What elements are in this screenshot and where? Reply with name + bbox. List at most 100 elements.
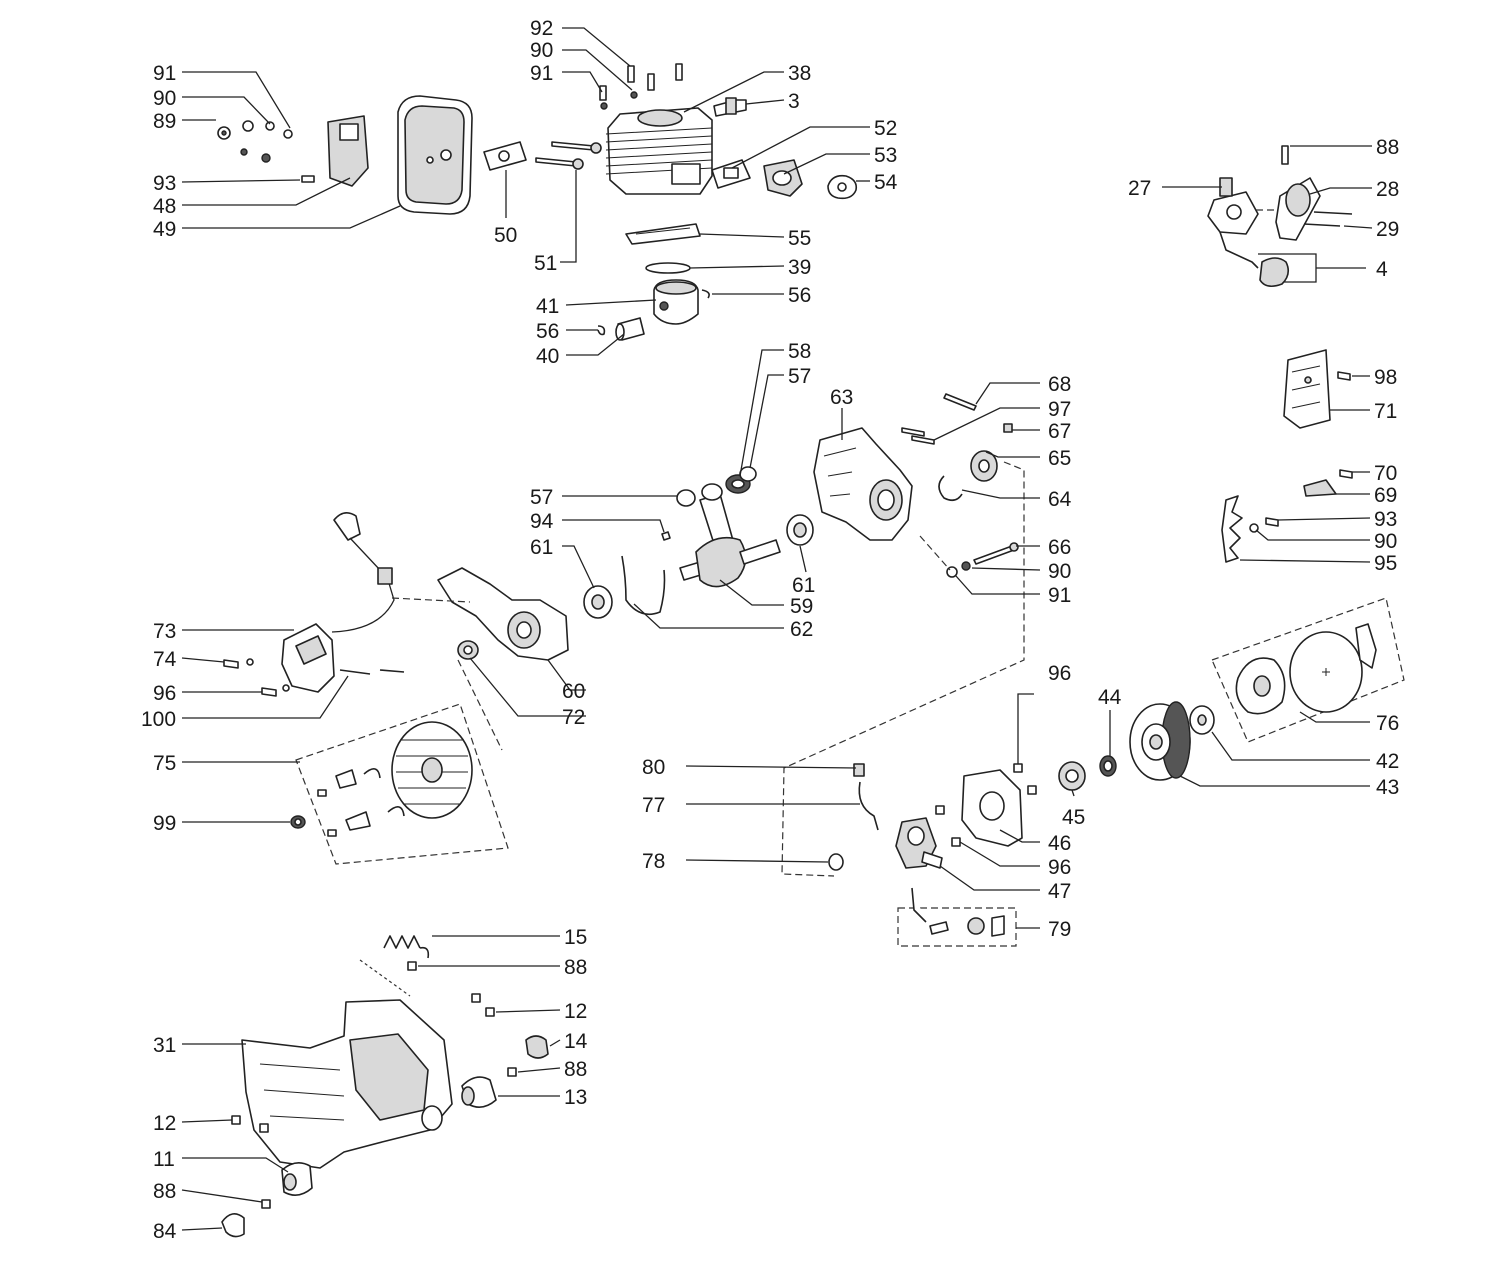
label-97: 97 bbox=[1048, 398, 1071, 421]
label-95: 95 bbox=[1374, 552, 1397, 575]
clutch-drum-part bbox=[1129, 701, 1191, 781]
needle-bearing-44-part bbox=[1099, 755, 1117, 777]
label-96-left: 96 bbox=[153, 682, 176, 705]
label-56-left: 56 bbox=[536, 320, 559, 343]
label-88-damper: 88 bbox=[564, 1058, 587, 1081]
washer-78-part bbox=[828, 853, 844, 871]
label-12-top: 12 bbox=[564, 1000, 587, 1023]
cylinder-bolts-part bbox=[535, 141, 602, 170]
crankcase-left-part bbox=[437, 567, 569, 661]
plug-84-part bbox=[221, 1213, 245, 1238]
label-61-left: 61 bbox=[530, 536, 553, 559]
label-90-top: 90 bbox=[530, 39, 553, 62]
label-72: 72 bbox=[562, 706, 585, 729]
label-29: 29 bbox=[1376, 218, 1399, 241]
label-57-mid: 57 bbox=[530, 486, 553, 509]
clutch-part bbox=[1235, 623, 1377, 715]
label-45: 45 bbox=[1062, 806, 1085, 829]
cylinder-part bbox=[605, 107, 713, 195]
label-88-carb: 88 bbox=[1376, 136, 1399, 159]
main-bearing-right-part bbox=[786, 514, 814, 546]
damper-13-part bbox=[461, 1076, 497, 1108]
label-66: 66 bbox=[1048, 536, 1071, 559]
screws-12b-part bbox=[231, 1115, 269, 1133]
crankshaft-part bbox=[679, 536, 781, 588]
label-58: 58 bbox=[788, 340, 811, 363]
label-54: 54 bbox=[874, 171, 898, 194]
carburetor-part bbox=[1207, 177, 1296, 288]
piston-part bbox=[653, 279, 710, 325]
label-89: 89 bbox=[153, 110, 176, 133]
label-90-mid: 90 bbox=[1048, 560, 1071, 583]
label-44: 44 bbox=[1098, 686, 1122, 709]
label-53: 53 bbox=[874, 144, 897, 167]
crankcase-gasket-part bbox=[621, 555, 666, 616]
flywheel-link-path bbox=[391, 597, 503, 751]
label-74: 74 bbox=[153, 648, 177, 671]
seal-72-part bbox=[457, 640, 479, 660]
label-99: 99 bbox=[153, 812, 176, 835]
label-100: 100 bbox=[141, 708, 176, 731]
damper-11-part bbox=[281, 1162, 313, 1196]
label-62: 62 bbox=[790, 618, 813, 641]
crankcase-pins-part bbox=[901, 393, 1013, 445]
label-93-right: 93 bbox=[1374, 508, 1397, 531]
retaining-ring-part bbox=[938, 475, 963, 502]
muffler-nuts-part bbox=[217, 120, 315, 183]
label-68: 68 bbox=[1048, 373, 1071, 396]
label-14: 14 bbox=[564, 1030, 588, 1053]
clutch-kit-box bbox=[1211, 597, 1405, 743]
label-13: 13 bbox=[564, 1086, 587, 1109]
label-96-top: 96 bbox=[1048, 662, 1071, 685]
chain-guard-plate-part bbox=[1283, 349, 1351, 429]
label-4: 4 bbox=[1376, 258, 1388, 281]
exhaust-gasket-part bbox=[483, 141, 527, 171]
label-64: 64 bbox=[1048, 488, 1072, 511]
rear-handle-housing-part bbox=[241, 999, 453, 1169]
spark-plug-part bbox=[713, 97, 747, 117]
label-12-bottom: 12 bbox=[153, 1112, 176, 1135]
oil-filter-part bbox=[911, 887, 1005, 937]
clutch-pawls-part bbox=[317, 768, 405, 837]
label-65: 65 bbox=[1048, 447, 1071, 470]
carburetor-bolts-part bbox=[1281, 145, 1353, 227]
screw-88-lower-part bbox=[261, 1199, 271, 1209]
label-49: 49 bbox=[153, 218, 176, 241]
label-96-pump: 96 bbox=[1048, 856, 1071, 879]
piston-ring-part bbox=[645, 262, 691, 274]
label-91-mid: 91 bbox=[1048, 584, 1071, 607]
screw-88-damper-part bbox=[507, 1067, 517, 1077]
spring-15-part bbox=[383, 935, 430, 959]
label-41: 41 bbox=[536, 295, 559, 318]
key-part bbox=[661, 531, 671, 541]
manifold-gasket-part bbox=[827, 174, 858, 200]
label-42: 42 bbox=[1376, 750, 1399, 773]
flywheel-nut-part bbox=[290, 815, 306, 829]
label-75: 75 bbox=[153, 752, 176, 775]
label-73: 73 bbox=[153, 620, 176, 643]
thrust-washer-part bbox=[676, 489, 696, 507]
worm-gear-part bbox=[1058, 761, 1086, 791]
oil-seal-part bbox=[970, 450, 998, 482]
label-63: 63 bbox=[830, 386, 853, 409]
label-88-spring: 88 bbox=[564, 956, 587, 979]
pump-screws-part bbox=[935, 763, 1037, 847]
label-79: 79 bbox=[1048, 918, 1071, 941]
damper-14-part bbox=[525, 1035, 549, 1059]
intake-manifold-part bbox=[763, 159, 803, 197]
label-56-right: 56 bbox=[788, 284, 811, 307]
circlip-part bbox=[597, 325, 606, 336]
spring-link-line bbox=[359, 959, 411, 997]
label-48: 48 bbox=[153, 195, 176, 218]
oil-hose-part bbox=[858, 781, 879, 831]
label-55: 55 bbox=[788, 227, 811, 250]
main-bearing-left-part bbox=[583, 585, 613, 619]
oil-filter-kit-box bbox=[897, 907, 1017, 947]
label-61-right: 61 bbox=[792, 574, 815, 597]
label-92: 92 bbox=[530, 17, 553, 40]
label-88-bottom: 88 bbox=[153, 1180, 176, 1203]
label-31: 31 bbox=[153, 1034, 176, 1057]
pump-cover-plate-part bbox=[961, 769, 1023, 847]
label-50: 50 bbox=[494, 224, 517, 247]
